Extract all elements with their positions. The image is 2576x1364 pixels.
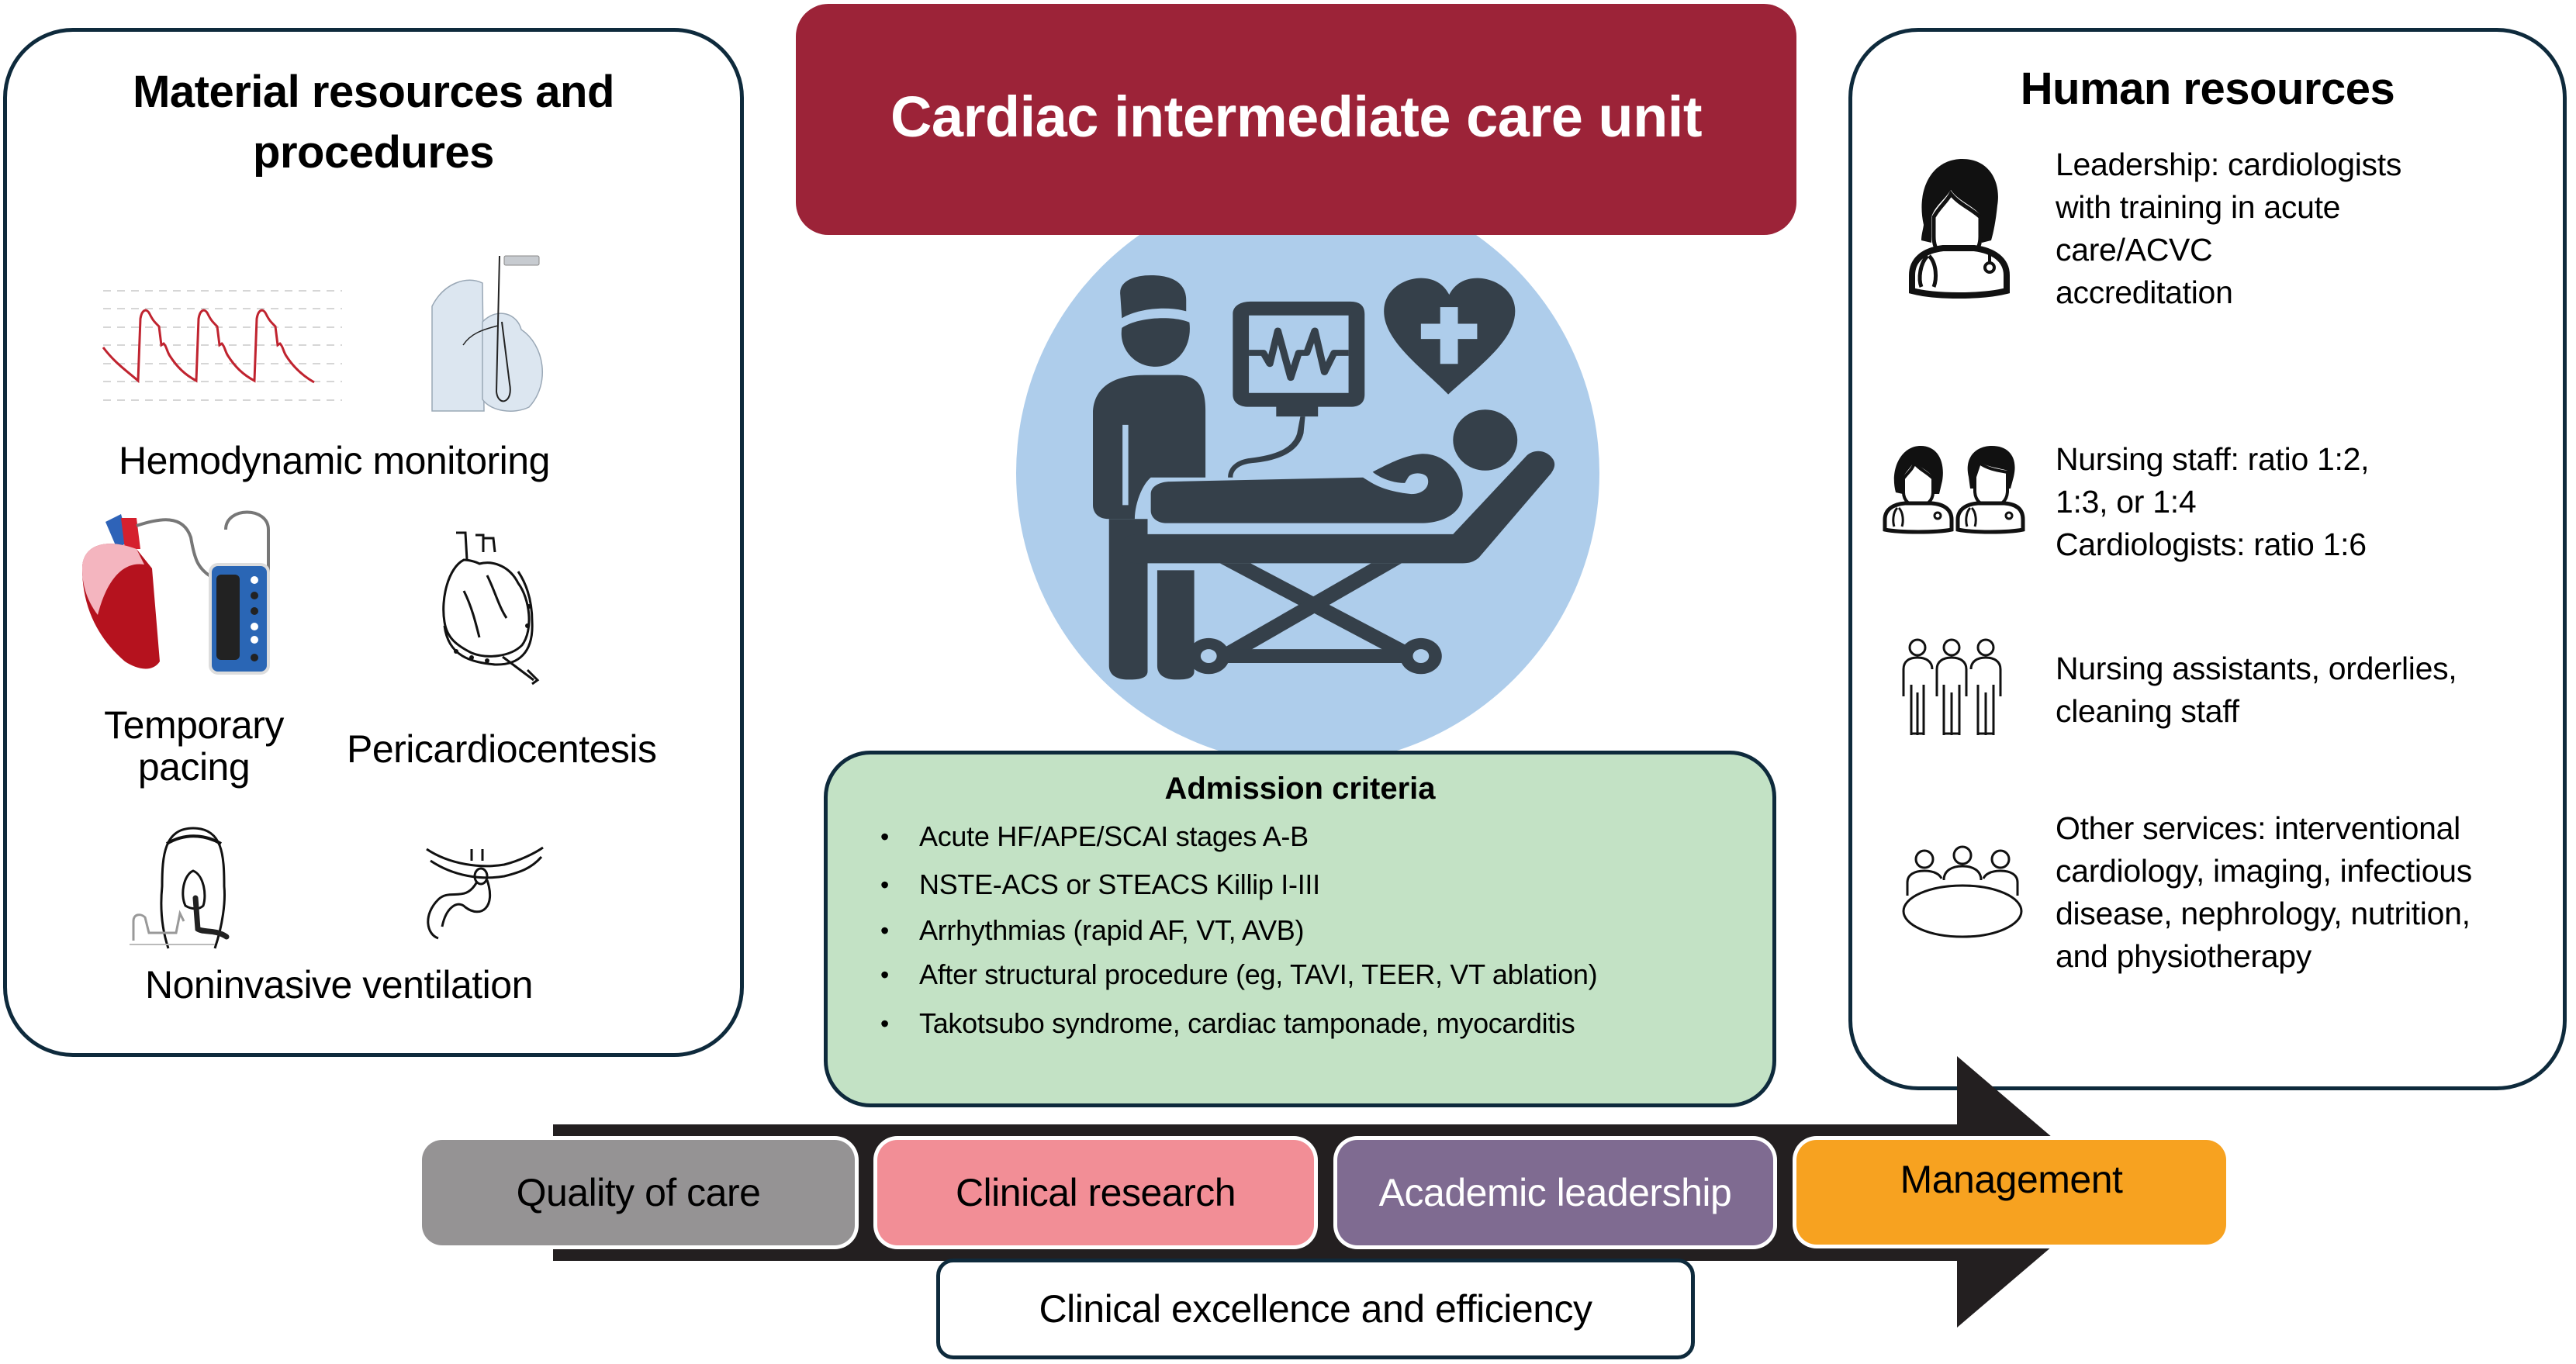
arterial-pressure-waveform-icon — [102, 290, 342, 401]
other-services-text: Other services: interventional cardiolog… — [2056, 807, 2472, 978]
doctor-patient-bed-monitor-icon — [1093, 275, 1555, 680]
criterion-item: Arrhythmias (rapid AF, VT, AVB) — [880, 909, 1597, 952]
ventilation-mask-icon — [130, 827, 230, 949]
pillar-label: Management — [1900, 1158, 2123, 1201]
pillar-quality-of-care: Quality of care — [422, 1140, 855, 1245]
staff-group-icon — [1902, 638, 2002, 735]
meeting-table-icon — [1902, 845, 2023, 938]
leadership-line: with training in acute — [2056, 189, 2341, 225]
title-banner: Cardiac intermediate care unit — [796, 4, 1796, 235]
pericardiocentesis-icon — [442, 531, 540, 685]
human-resources-heading: Human resources — [2020, 64, 2395, 114]
pulmonary-artery-catheter-icon — [431, 255, 544, 412]
admission-criteria-box: Admission criteria Acute HF/APE/SCAI sta… — [824, 751, 1776, 1107]
material-resources-heading: Material resources and procedures — [3, 62, 744, 183]
pillar-clinical-research: Clinical research — [877, 1140, 1314, 1245]
nursing-staff-line: Nursing staff: ratio 1:2, — [2056, 441, 2370, 477]
nursing-assistants-text: Nursing assistants, orderlies, cleaning … — [2056, 647, 2457, 733]
page-title: Cardiac intermediate care unit — [890, 84, 1703, 149]
criterion-item: After structural procedure (eg, TAVI, TE… — [880, 952, 1598, 997]
nursing-staff-line: Cardiologists: ratio 1:6 — [2056, 527, 2367, 562]
criterion-item: NSTE-ACS or STEACS Killip I-III — [880, 861, 1597, 909]
other-services-line: disease, nephrology, nutrition, — [2056, 896, 2471, 931]
temporary-pacing-label: Temporary pacing — [90, 704, 298, 788]
pillar-label: Clinical research — [955, 1171, 1236, 1214]
other-services-line: Other services: interventional — [2056, 810, 2460, 846]
human-resources-panel — [1848, 28, 2567, 1090]
admission-criteria-list: Acute HF/APE/SCAI stages A-B NSTE-ACS or… — [880, 813, 1598, 1050]
leadership-text: Leadership: cardiologists with training … — [2056, 143, 2401, 314]
clinical-excellence-label: Clinical excellence and efficiency — [1039, 1287, 1592, 1331]
temporary-pacing-line1: Temporary — [104, 703, 284, 747]
nursing-staff-text: Nursing staff: ratio 1:2, 1:3, or 1:4 Ca… — [2056, 438, 2370, 566]
clinical-excellence-box: Clinical excellence and efficiency — [936, 1259, 1695, 1359]
leadership-line: Leadership: cardiologists — [2056, 147, 2402, 182]
other-services-line: cardiology, imaging, infectious — [2056, 853, 2472, 889]
criterion-item: Takotsubo syndrome, cardiac tamponade, m… — [880, 997, 1597, 1050]
material-heading-line2: procedures — [253, 127, 494, 178]
criterion-item: Acute HF/APE/SCAI stages A-B — [880, 813, 1597, 861]
material-heading-line1: Material resources and — [133, 67, 614, 117]
admission-criteria-heading: Admission criteria — [1164, 772, 1436, 806]
pillar-academic-leadership: Academic leadership — [1337, 1140, 1773, 1245]
nasal-cannula-tube-icon — [426, 846, 544, 940]
pillar-management: Management — [1796, 1140, 2226, 1245]
hemodynamic-monitoring-label: Hemodynamic monitoring — [119, 439, 550, 482]
temporary-pacing-line2: pacing — [137, 745, 251, 789]
nursing-assistants-line: cleaning staff — [2056, 693, 2239, 729]
other-services-line: and physiotherapy — [2056, 938, 2311, 974]
pericardiocentesis-label: Pericardiocentesis — [347, 727, 657, 771]
noninvasive-ventilation-label: Noninvasive ventilation — [145, 963, 533, 1007]
leadership-line: care/ACVC — [2056, 232, 2213, 268]
pillar-label: Quality of care — [516, 1171, 761, 1214]
pillar-label: Academic leadership — [1378, 1171, 1732, 1214]
nursing-staff-line: 1:3, or 1:4 — [2056, 484, 2197, 520]
leadership-line: accreditation — [2056, 275, 2233, 310]
female-doctor-icon — [1909, 159, 2010, 299]
nurses-icon — [1883, 446, 2025, 534]
nursing-assistants-line: Nursing assistants, orderlies, — [2056, 651, 2457, 686]
temporary-pacemaker-icon — [82, 510, 270, 675]
